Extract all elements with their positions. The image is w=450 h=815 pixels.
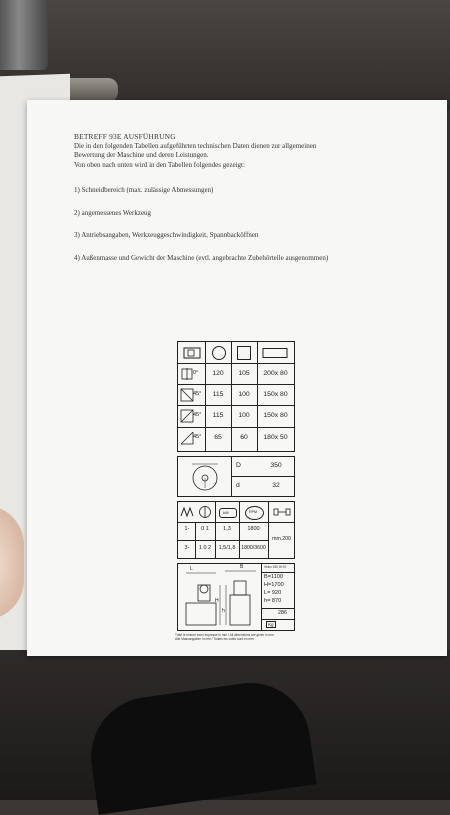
bore-label: d xyxy=(236,482,240,489)
dim-length: L= 920 xyxy=(264,590,282,596)
list-item: 4) Außenmasse und Gewicht der Maschine (… xyxy=(74,254,329,262)
motor-power: 1,3 xyxy=(223,526,231,532)
square-cross-section-icon xyxy=(183,347,201,359)
rect-capacity: 180x 50 xyxy=(263,434,288,441)
speed-code: 1 0 2 xyxy=(198,545,212,551)
dim-height: H=1700 xyxy=(264,582,284,588)
length-label: L xyxy=(190,566,193,572)
square-capacity: 100 xyxy=(238,391,250,398)
diameter-label: D xyxy=(236,462,241,469)
square-bar-icon xyxy=(237,346,251,360)
motor-power: 1,5/1,8 xyxy=(218,545,236,551)
blade-diameter: 350 xyxy=(270,462,282,469)
motor-rpm: 1800/3600 xyxy=(241,545,266,551)
blade-bore: 32 xyxy=(272,482,280,489)
metal-clamp xyxy=(0,0,48,70)
vise-0-deg-icon xyxy=(181,368,193,380)
document-heading: BETREFF 93E AUSFÜHRUNG xyxy=(74,132,176,141)
intro-line: Bewertung der Maschine und deren Leistun… xyxy=(74,151,209,160)
rectangle-bar-icon xyxy=(262,348,288,358)
saw-blade-icon xyxy=(192,463,218,491)
width-label: B xyxy=(240,564,244,570)
angle-label: 45° xyxy=(193,434,202,440)
angle-label: 0° xyxy=(193,370,199,376)
rpm-label: RPM xyxy=(249,510,257,514)
footer-note: Alle Massangaben in mm / Toutes les cote… xyxy=(175,637,254,641)
round-capacity: 65 xyxy=(214,434,222,441)
drive-table: kW RPM 1- 0 1 1,3 1800 3- 1 0 2 1,5/1,8 … xyxy=(177,501,295,559)
vise-opening-icon xyxy=(273,508,291,516)
rect-capacity: 150x 80 xyxy=(263,391,288,398)
kw-icon: kW xyxy=(219,508,237,518)
height-label: H xyxy=(215,598,219,604)
round-cross-section-icon xyxy=(212,346,226,360)
motor-rpm: 1800 xyxy=(247,526,260,532)
blade-table: D 350 d 32 xyxy=(177,456,295,497)
list-item: 1) Schneidbereich (max. zulässige Abmess… xyxy=(74,186,214,194)
square-capacity: 105 xyxy=(238,370,250,377)
rect-capacity: 150x 80 xyxy=(263,412,288,419)
machine-outline-drawing xyxy=(185,570,256,626)
intro-line: Die in den folgenden Tabellen aufgeführt… xyxy=(74,142,317,150)
square-capacity: 60 xyxy=(240,434,248,441)
dimensions-table: L B H h Velox 350 DH E B=1100 H=1700 L= … xyxy=(177,563,295,631)
intro-paragraph: Die in den folgenden Tabellen aufgeführt… xyxy=(74,142,364,170)
rpm-icon: RPM xyxy=(245,506,264,520)
model-badge: Velox 350 DH E xyxy=(264,565,287,569)
motor-phase-icon xyxy=(199,506,211,518)
vise-45-down-icon xyxy=(180,431,194,445)
vise-45-left-icon xyxy=(180,388,194,402)
intro-line: Von oben nach unten wird in den Tabellen… xyxy=(74,160,245,169)
dim-width: B=1100 xyxy=(264,574,284,580)
round-capacity: 120 xyxy=(212,370,224,377)
cutting-capacity-table: 0° 120 105 200x 80 45° 115 100 150x 80 4… xyxy=(177,341,295,452)
round-capacity: 115 xyxy=(212,391,224,398)
angle-label: 45° xyxy=(193,391,202,397)
round-capacity: 115 xyxy=(212,412,224,419)
kw-label: kW xyxy=(223,510,229,515)
vise-opening: mm.200 xyxy=(272,536,291,542)
blade-teeth-icon xyxy=(180,506,194,518)
footer-note: Tutte le misure sono espresse in mm / Al… xyxy=(175,633,274,637)
list-item: 3) Antriebsangaben, Werkzeuggeschwindigk… xyxy=(74,231,259,239)
rect-capacity: 200x 80 xyxy=(263,370,288,377)
angle-label: 45° xyxy=(193,412,202,418)
phase-3: 3- xyxy=(184,545,190,551)
speed-code: 0 1 xyxy=(201,526,209,532)
phase-1: 1- xyxy=(184,526,190,532)
table-height-label: h xyxy=(222,608,225,614)
dim-table-height: h= 870 xyxy=(264,598,282,604)
vise-45-right-icon xyxy=(180,409,194,423)
weight-value: 286 xyxy=(278,610,287,616)
spec-diagram: 0° 120 105 200x 80 45° 115 100 150x 80 4… xyxy=(173,341,299,644)
weight-unit: Kg xyxy=(266,621,276,628)
square-capacity: 100 xyxy=(238,412,250,419)
list-item: 2) angemessenes Werkzeug xyxy=(74,209,152,217)
